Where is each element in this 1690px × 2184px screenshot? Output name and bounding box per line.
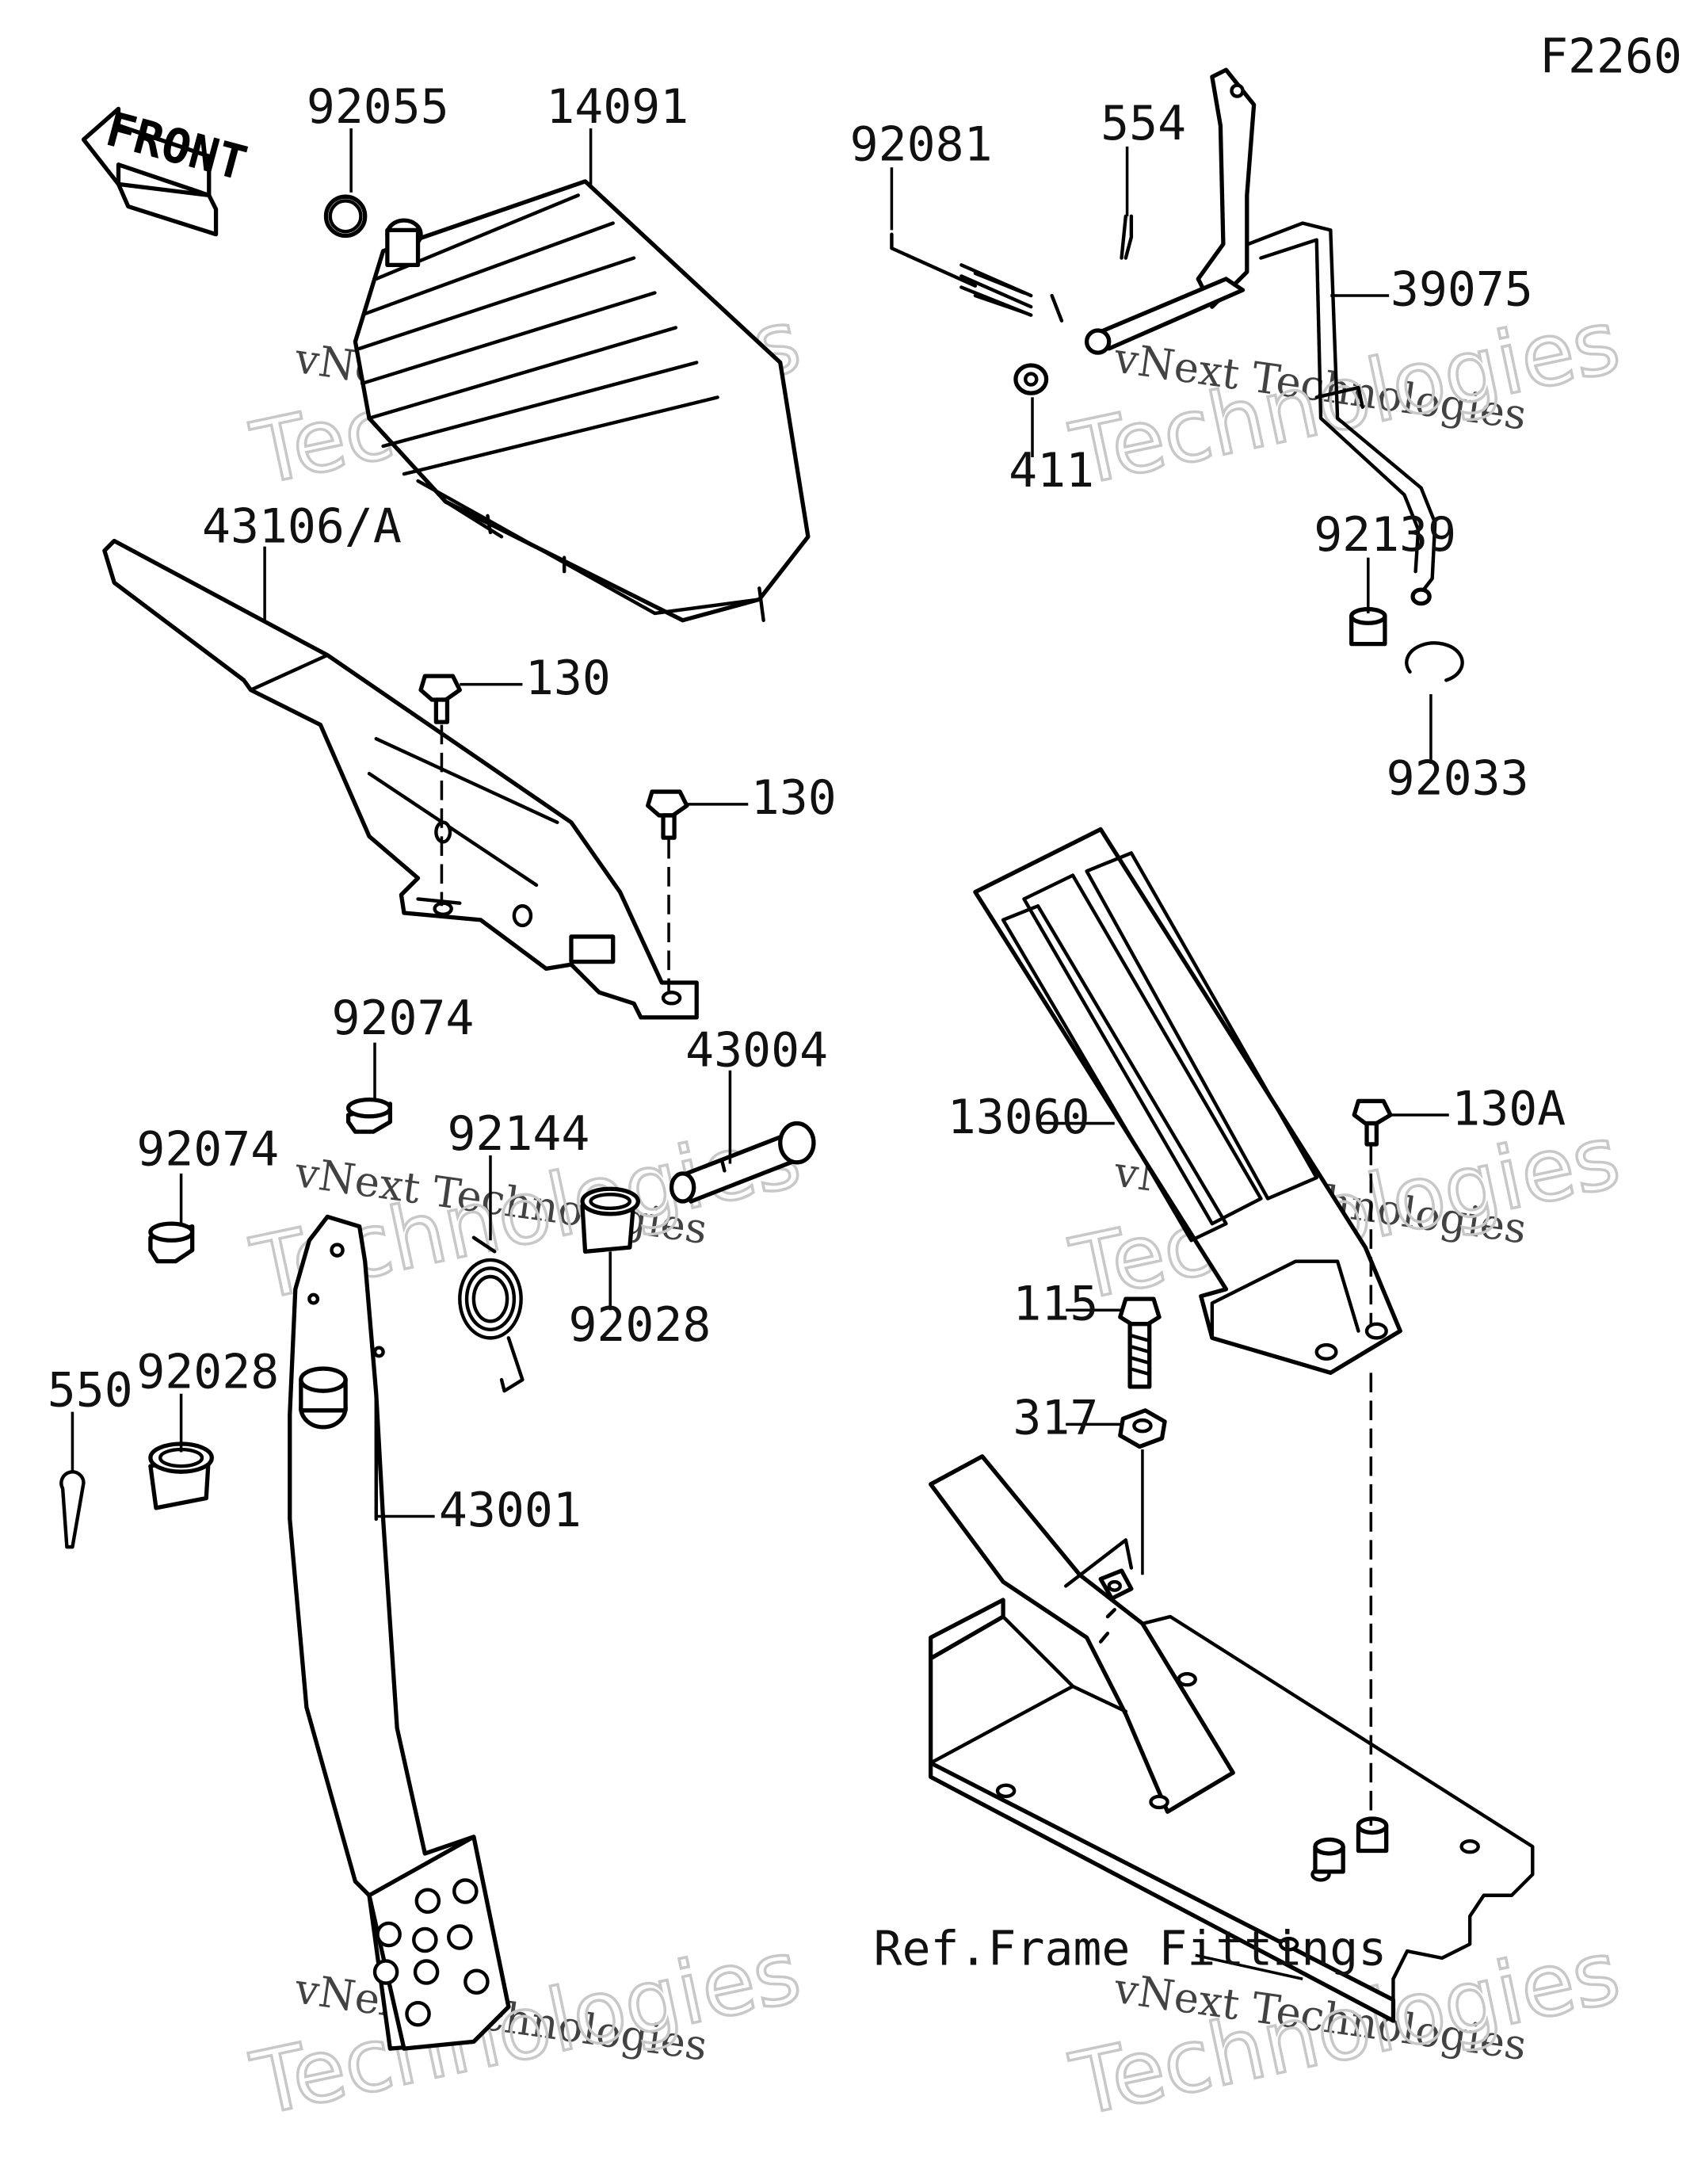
part-43004-pivot-pin [669, 1121, 816, 1204]
label-92028-b[interactable]: 92028 [136, 1346, 279, 1400]
part-130-bolt-a [418, 674, 462, 724]
label-14091[interactable]: 14091 [546, 80, 689, 135]
label-92139[interactable]: 92139 [1314, 508, 1456, 563]
label-130A[interactable]: 130A [1452, 1082, 1566, 1136]
part-554-clip [1120, 214, 1134, 260]
part-14091-boot [353, 179, 811, 623]
part-92028-bushing-a [580, 1186, 641, 1254]
label-92033[interactable]: 92033 [1387, 752, 1529, 807]
label-92081[interactable]: 92081 [850, 117, 993, 172]
label-115[interactable]: 115 [1013, 1277, 1098, 1332]
label-92144[interactable]: 92144 [447, 1107, 589, 1162]
label-92074-a[interactable]: 92074 [332, 991, 475, 1046]
part-92033-clip [1405, 641, 1464, 682]
part-labels: 92055 14091 92081 554 39075 411 43106/A … [48, 80, 1566, 1977]
label-92055[interactable]: 92055 [307, 80, 449, 135]
part-92081-pin-spring [890, 232, 1064, 323]
leader-lines [71, 128, 1449, 1980]
part-39075-rod [1084, 67, 1437, 606]
part-115-bolt [1118, 1296, 1162, 1389]
part-13060-accel-pedal [973, 827, 1402, 1375]
label-39075[interactable]: 39075 [1391, 262, 1533, 317]
label-554[interactable]: 554 [1101, 97, 1186, 151]
label-92028-a[interactable]: 92028 [568, 1298, 711, 1353]
part-43106a-lever [102, 538, 699, 1020]
label-43001[interactable]: 43001 [439, 1483, 582, 1538]
front-arrow-icon: FRONT [81, 102, 252, 237]
label-317[interactable]: 317 [1013, 1392, 1098, 1446]
label-550[interactable]: 550 [48, 1364, 133, 1418]
part-43001-brake-pedal [288, 1214, 511, 2051]
part-130a-bolt [1352, 1098, 1393, 1147]
part-92074-cap-b [148, 1221, 195, 1264]
part-92139-bushing [1349, 607, 1387, 647]
label-ref-frame-fittings[interactable]: Ref.Frame Fittings [874, 1922, 1387, 1977]
watermark-bottom-left: vNext Technologies Technologies [242, 1919, 810, 2136]
part-92028-bushing-b [148, 1441, 214, 1510]
label-13060[interactable]: 13060 [948, 1090, 1090, 1145]
label-130-a[interactable]: 130 [525, 651, 611, 706]
svg-text:Technologies: Technologies [244, 1921, 808, 2135]
part-411-washer [1013, 363, 1049, 395]
part-130-bolt-b [646, 789, 689, 840]
part-550-cotter-pin [59, 1470, 86, 1549]
figure-id: F2260 [1539, 30, 1682, 85]
label-92074-b[interactable]: 92074 [136, 1122, 279, 1177]
part-92144-spring [458, 1235, 525, 1393]
part-92074-cap-a [345, 1098, 393, 1134]
label-411[interactable]: 411 [1009, 444, 1094, 498]
part-317-nut [1118, 1408, 1167, 1449]
label-43106a[interactable]: 43106/A [202, 499, 402, 554]
label-130-b[interactable]: 130 [751, 771, 837, 826]
frame-fittings-ref [929, 1454, 1535, 2023]
label-43004[interactable]: 43004 [685, 1023, 828, 1078]
part-92055-o-ring [323, 194, 368, 239]
